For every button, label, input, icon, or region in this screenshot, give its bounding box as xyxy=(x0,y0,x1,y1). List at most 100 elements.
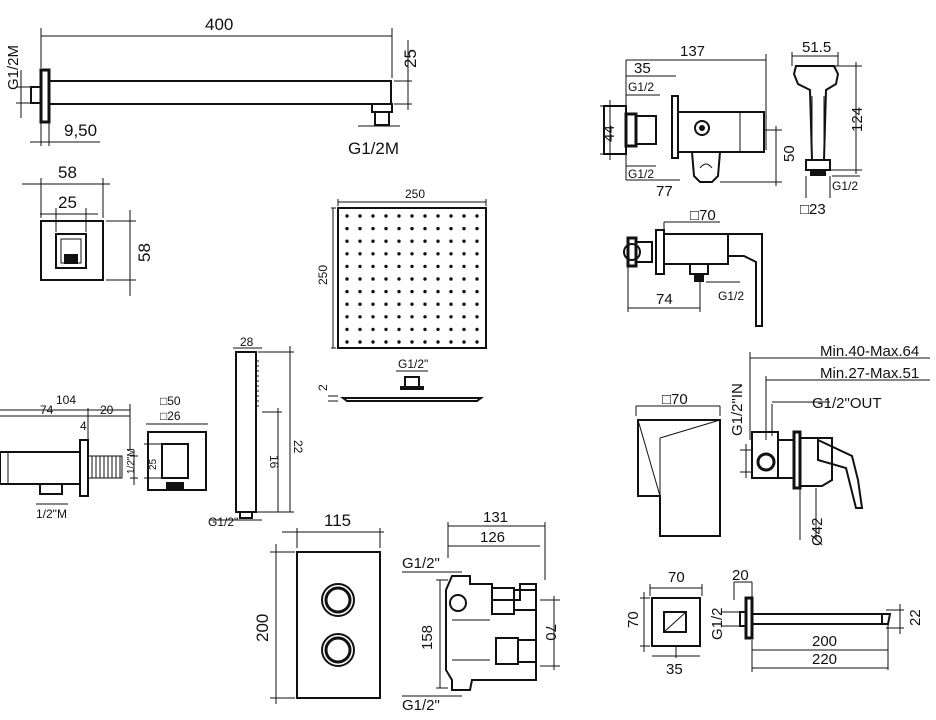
shower-head-nozzle xyxy=(397,315,401,319)
shower-head-nozzle xyxy=(423,239,427,243)
shower-head-nozzle xyxy=(462,252,466,256)
wall-outlet-plate-height-dim: 25 xyxy=(148,458,159,470)
shower-head-nozzle xyxy=(397,289,401,294)
shower-head-drawing: 250 250 G1/2" 2 xyxy=(316,187,487,402)
shower-head-nozzle xyxy=(358,264,362,269)
shower-head-nozzles xyxy=(345,214,479,344)
shower-head-nozzle xyxy=(384,302,388,306)
wall-outlet-offset-dim: 4 xyxy=(80,419,87,433)
shower-head-thread-label: G1/2" xyxy=(398,357,428,371)
plate-face xyxy=(296,551,381,699)
arm-wall-flange xyxy=(39,68,51,124)
wall-outlet-plate-inner-label: □26 xyxy=(160,409,181,423)
shower-head-nozzle xyxy=(475,315,479,319)
spout-arm xyxy=(751,613,883,625)
shower-head-nozzle xyxy=(358,302,362,306)
body-width-inner-dim: 126 xyxy=(480,529,505,546)
shower-head-nozzle xyxy=(423,226,427,231)
shower-head-nozzle xyxy=(397,252,401,256)
hand-shower-length-dim: 22 xyxy=(291,440,305,454)
shower-head-nozzle xyxy=(462,226,466,231)
shower-head-nozzle xyxy=(462,327,466,332)
arm-length-dim: 400 xyxy=(205,15,233,34)
wall-outlet-drawing: 104 74 20 4 1/2"M 1/2"M □50 □ xyxy=(0,393,208,521)
shower-head-nozzle xyxy=(384,264,388,269)
shower-head-nozzle xyxy=(449,289,453,294)
shower-head-nozzle xyxy=(397,302,401,306)
bidet-valve-outlet-dim: 50 xyxy=(781,145,798,162)
bidet-valve-handle-offset-dim: 35 xyxy=(634,60,651,77)
flange-outer-square xyxy=(40,220,104,281)
bidet-mixer-body xyxy=(663,233,729,265)
flange-outer-dim: 58 xyxy=(58,163,77,182)
wall-outlet-total-dim: 104 xyxy=(56,393,76,407)
shower-head-nozzle xyxy=(345,252,349,256)
shower-head-nozzle xyxy=(371,239,375,243)
shower-head-nozzle xyxy=(384,315,388,319)
shower-head-nozzle xyxy=(475,302,479,306)
shower-head-nozzle xyxy=(345,264,349,269)
wall-outlet-thread xyxy=(87,455,123,479)
shower-head-face xyxy=(337,207,487,349)
body-housing xyxy=(445,575,537,691)
shower-head-nozzle xyxy=(475,327,479,332)
shower-mixer-plate-front xyxy=(637,419,721,537)
bidet-valve-height-dim: 44 xyxy=(601,125,618,142)
shower-head-nozzle xyxy=(462,315,466,319)
shower-head-nozzle xyxy=(436,226,440,231)
wall-outlet-side-thread-label: 1/2"M xyxy=(126,448,137,474)
bidet-spray-thread-label: G1/2 xyxy=(832,179,858,193)
shower-head-nozzle xyxy=(371,302,375,306)
bidet-spray-height-dim: 124 xyxy=(849,107,866,132)
shower-head-nozzle xyxy=(410,226,414,231)
shower-head-nozzle xyxy=(371,277,375,281)
shower-mixer-range-1: Min.40-Max.64 xyxy=(820,343,919,360)
arm-outlet-thread xyxy=(374,111,390,126)
arm-outlet-nut xyxy=(371,103,393,113)
shower-head-nozzle xyxy=(436,327,440,332)
spout-plate-width-dim: 70 xyxy=(668,569,685,586)
arm-height-dim: 25 xyxy=(401,49,420,68)
shower-head-nozzle xyxy=(449,302,453,306)
shower-head-nozzle xyxy=(436,340,440,344)
shower-head-nozzle xyxy=(423,340,427,344)
shower-head-nozzle xyxy=(423,289,427,294)
spout-thread-label: G1/2 xyxy=(709,607,726,640)
shower-head-nozzle xyxy=(475,340,479,344)
shower-head-nozzle xyxy=(436,289,440,294)
shower-head-nozzle xyxy=(384,340,388,344)
shower-head-nozzle xyxy=(475,226,479,231)
spout-length-dim: 200 xyxy=(812,633,837,650)
hand-shower-width-dim: 28 xyxy=(240,335,254,349)
shower-head-nozzle xyxy=(410,340,414,344)
arm-outlet-thread-label: G1/2M xyxy=(348,139,399,158)
shower-head-nozzle xyxy=(436,302,440,306)
shower-head-nozzle xyxy=(423,214,427,218)
bidet-mixer-drawing: □70 74 G1/2 xyxy=(623,207,763,327)
shower-head-nozzle xyxy=(345,340,349,344)
shower-head-nozzle xyxy=(462,264,466,269)
shower-head-nozzle xyxy=(449,226,453,231)
shower-head-nozzle xyxy=(345,239,349,243)
shower-head-nozzle xyxy=(397,340,401,344)
shower-head-nozzle xyxy=(358,239,362,243)
shower-head-nozzle xyxy=(449,214,453,218)
shower-mixer-diameter-dim: Ø42 xyxy=(809,518,826,546)
arm-flange-drawing: 58 25 58 xyxy=(22,163,154,296)
bidet-mixer-plate xyxy=(655,229,665,275)
shower-mixer-lever xyxy=(817,438,864,509)
shower-head-nozzle xyxy=(371,264,375,269)
shower-head-nozzle xyxy=(449,239,453,243)
shower-head-nozzle xyxy=(462,289,466,294)
shower-head-nozzle xyxy=(358,327,362,332)
shower-head-nozzle xyxy=(449,252,453,256)
bidet-valve-drawing: 137 35 G1/2 G1/2 44 77 50 xyxy=(600,43,798,200)
bidet-valve-total-dim: 137 xyxy=(680,43,705,60)
concealed-body-drawing: 131 126 G1/2" 158 70 G1/2" xyxy=(402,509,560,714)
shower-head-nozzle xyxy=(371,214,375,218)
shower-head-nozzle xyxy=(410,327,414,332)
bidet-valve-bottom-thread-label: G1/2 xyxy=(628,167,654,181)
shower-head-nozzle xyxy=(384,277,388,281)
shower-head-nozzle xyxy=(384,327,388,332)
wall-outlet-plate-outer-label: □50 xyxy=(160,394,181,408)
